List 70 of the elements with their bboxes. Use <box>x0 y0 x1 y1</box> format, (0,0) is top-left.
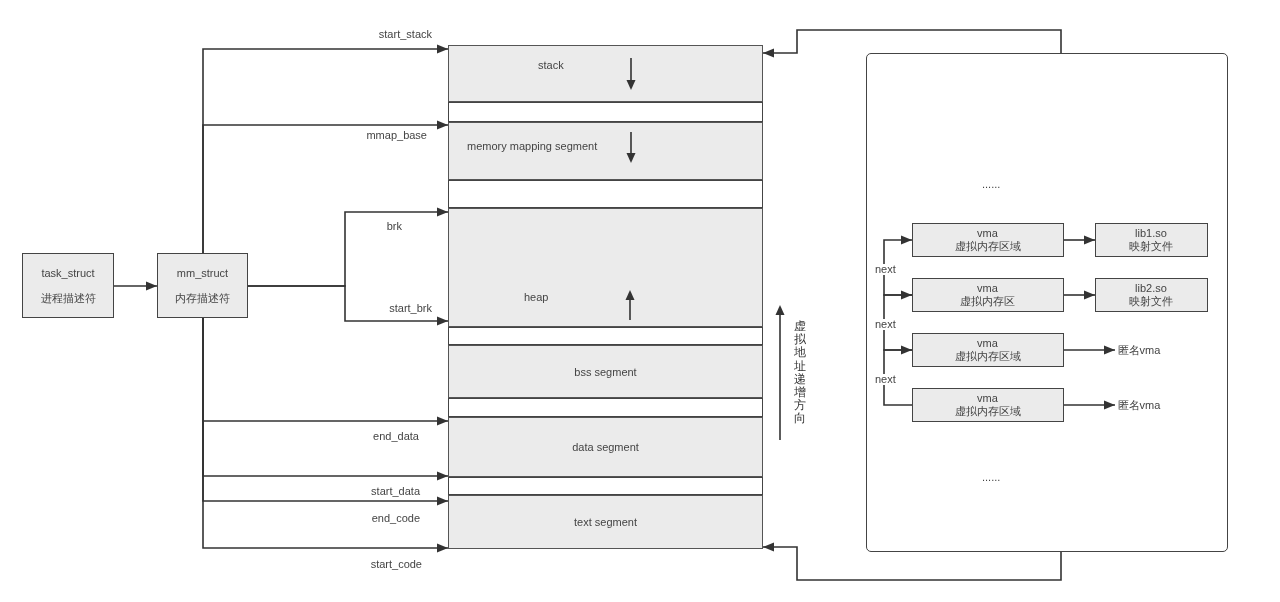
arrow <box>1063 345 1116 355</box>
struct-box <box>22 253 114 318</box>
struct-box <box>911 222 1064 257</box>
edge-label: start_data <box>370 486 421 497</box>
free-gap-box <box>448 180 763 208</box>
vma-list-panel <box>866 53 1228 552</box>
arrow <box>762 29 1062 58</box>
node-title: vma <box>977 226 998 240</box>
edge-label: start_stack <box>377 29 433 40</box>
edge-label: brk <box>385 221 403 232</box>
node-label: 匿名vma <box>1117 399 1161 412</box>
edge-label: mmap_base <box>365 130 428 141</box>
node-title: bss segment <box>573 365 638 379</box>
struct-box <box>911 387 1064 422</box>
struct-box <box>911 277 1064 312</box>
axis-caption: 虚拟地址递增方向 <box>794 320 806 426</box>
node-title: data segment <box>571 441 640 454</box>
arrow <box>883 345 913 406</box>
node-title: mm_struct <box>176 266 229 280</box>
node-subtitle: 映射文件 <box>1129 294 1173 308</box>
arrow <box>113 281 158 291</box>
node-title: lib2.so <box>1135 281 1167 295</box>
node-subtitle: 进程描述符 <box>40 291 96 305</box>
ellipsis-text: ...... <box>982 471 1001 483</box>
node-title: vma <box>977 336 998 350</box>
node-title: stack <box>538 59 564 72</box>
free-gap-box <box>448 398 763 417</box>
arrow <box>883 235 913 296</box>
edge-label: end_code <box>370 513 421 524</box>
arrow <box>1063 400 1116 410</box>
node-title: memory mapping segment <box>467 140 598 153</box>
free-gap-box <box>448 477 763 495</box>
memory-segment-box <box>448 122 763 180</box>
edge-label: start_code <box>369 559 423 570</box>
memory-segment-box <box>448 495 763 549</box>
arrow <box>202 120 449 254</box>
node-subtitle: 虚拟内存区域 <box>954 239 1021 253</box>
struct-box <box>1094 277 1208 312</box>
node-title: lib1.so <box>1135 226 1167 240</box>
memory-segment-box <box>448 208 763 327</box>
edge-label: end_data <box>372 431 420 442</box>
ellipsis-text: ...... <box>982 178 1001 190</box>
free-gap-box <box>448 102 763 122</box>
node-subtitle: 虚拟内存区 <box>960 294 1015 308</box>
memory-segment-box <box>448 45 763 102</box>
arrow <box>247 285 449 326</box>
node-title: task_struct <box>41 266 95 280</box>
edge-label: next <box>874 374 897 385</box>
node-subtitle: 内存描述符 <box>175 291 230 305</box>
edge-label: start_brk <box>388 303 433 314</box>
free-gap-box <box>448 327 763 345</box>
struct-box <box>157 253 248 318</box>
arrow <box>1063 235 1096 245</box>
node-label: 匿名vma <box>1117 344 1161 357</box>
struct-box <box>1094 222 1208 257</box>
node-title: vma <box>977 281 998 295</box>
node-subtitle: 映射文件 <box>1129 239 1173 253</box>
node-subtitle: 虚拟内存区域 <box>954 404 1021 418</box>
memory-segment-box <box>448 345 763 398</box>
node-subtitle: 虚拟内存区域 <box>954 349 1021 363</box>
arrow <box>762 542 1062 581</box>
edge-label: next <box>874 264 897 275</box>
struct-box <box>911 332 1064 367</box>
node-title: text segment <box>573 516 638 529</box>
edge-label: next <box>874 319 897 330</box>
arrow <box>1063 290 1096 300</box>
node-title: heap <box>524 291 549 304</box>
node-title: vma <box>977 391 998 405</box>
memory-segment-box <box>448 417 763 477</box>
arrow <box>883 290 913 351</box>
